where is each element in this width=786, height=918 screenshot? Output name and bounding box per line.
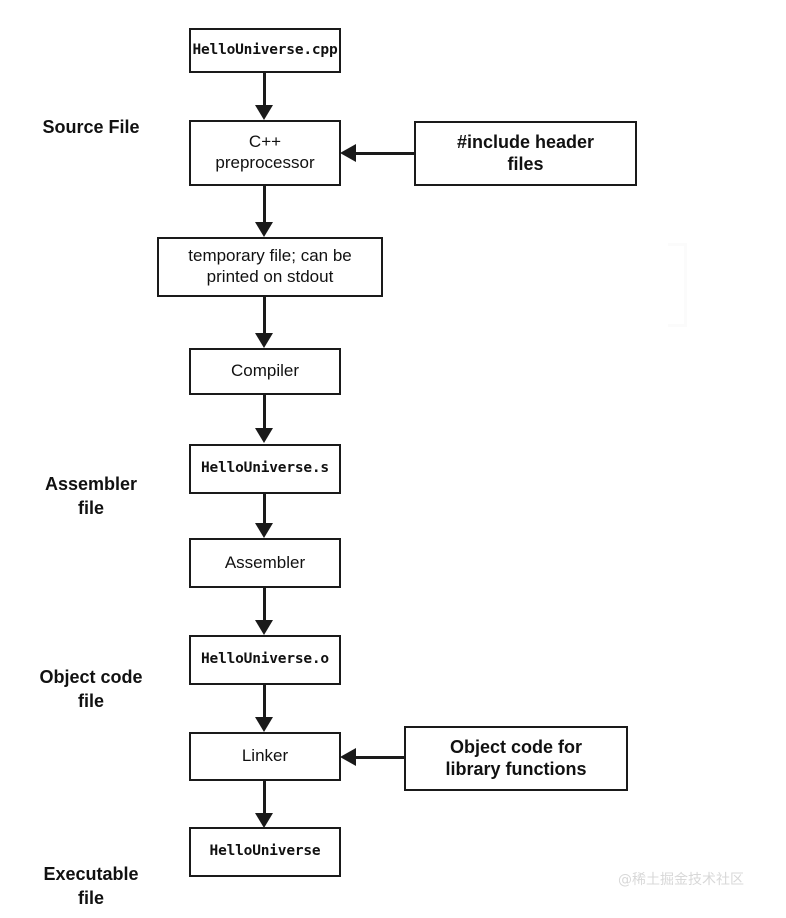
- arrowhead-temporary-to-compiler: [255, 333, 273, 348]
- arrowhead-assembler-to-obj-file: [255, 620, 273, 635]
- connector-compiler-to-asm-file: [263, 394, 266, 434]
- background-watermark-bracket: [668, 243, 687, 327]
- node-hellouniverse-cpp-label: HelloUniverse.cpp: [192, 41, 338, 58]
- node-include-header-files[interactable]: #include header files: [414, 121, 637, 186]
- node-assembler-label: Assembler: [224, 552, 306, 572]
- caption-assembler-file-label: Assembler file: [44, 474, 138, 518]
- caption-object-code-file-label: Object code file: [39, 667, 143, 711]
- node-hellouniverse-o[interactable]: HelloUniverse.o: [189, 635, 341, 685]
- node-temporary-file[interactable]: temporary file; can be printed on stdout: [157, 237, 383, 297]
- arrowhead-linker-to-executable: [255, 813, 273, 828]
- arrowhead-cpp-to-preprocessor: [255, 105, 273, 120]
- arrowhead-asm-file-to-assembler: [255, 523, 273, 538]
- node-linker[interactable]: Linker: [189, 732, 341, 781]
- node-hellouniverse-cpp[interactable]: HelloUniverse.cpp: [189, 28, 341, 73]
- connector-temporary-to-compiler: [263, 296, 266, 338]
- node-include-header-files-label: #include header files: [456, 131, 595, 174]
- arrowhead-obj-file-to-linker: [255, 717, 273, 732]
- connector-include-to-preprocessor: [352, 152, 414, 155]
- connector-assembler-to-obj-file: [263, 587, 266, 625]
- caption-executable-file-label: Executable file: [43, 864, 139, 908]
- node-hellouniverse-s[interactable]: HelloUniverse.s: [189, 444, 341, 494]
- arrowhead-library-to-linker: [340, 748, 356, 766]
- node-hellouniverse-o-label: HelloUniverse.o: [201, 651, 329, 668]
- caption-assembler-file: Assembler file: [16, 450, 166, 520]
- node-cpp-preprocessor-label: C++ preprocessor: [215, 132, 315, 172]
- caption-source-file: Source File: [16, 93, 166, 140]
- node-hellouniverse-s-label: HelloUniverse.s: [201, 460, 329, 477]
- watermark-label: @稀土掘金技术社区: [618, 869, 744, 889]
- connector-cpp-to-preprocessor: [263, 72, 266, 112]
- node-hellouniverse[interactable]: HelloUniverse: [189, 827, 341, 877]
- node-object-code-library[interactable]: Object code for library functions: [404, 726, 628, 791]
- arrowhead-preprocessor-to-temporary: [255, 222, 273, 237]
- caption-object-code-file: Object code file: [16, 643, 166, 713]
- node-cpp-preprocessor[interactable]: C++ preprocessor: [189, 120, 341, 186]
- arrowhead-include-to-preprocessor: [340, 144, 356, 162]
- node-hellouniverse-label: HelloUniverse: [209, 843, 321, 860]
- connector-asm-file-to-assembler: [263, 494, 266, 531]
- node-assembler[interactable]: Assembler: [189, 538, 341, 588]
- connector-library-to-linker: [352, 756, 404, 759]
- node-temporary-file-label: temporary file; can be printed on stdout: [188, 246, 352, 286]
- node-compiler[interactable]: Compiler: [189, 348, 341, 395]
- connector-preprocessor-to-temporary: [263, 186, 266, 230]
- connector-obj-file-to-linker: [263, 684, 266, 724]
- caption-source-file-label: Source File: [42, 117, 140, 138]
- caption-executable-file: Executable file: [16, 840, 166, 910]
- watermark-text: @稀土掘金技术社区: [618, 872, 744, 888]
- node-linker-label: Linker: [241, 746, 289, 766]
- node-compiler-label: Compiler: [230, 361, 300, 381]
- arrowhead-compiler-to-asm-file: [255, 428, 273, 443]
- node-object-code-library-label: Object code for library functions: [445, 736, 587, 779]
- connector-linker-to-executable: [263, 780, 266, 818]
